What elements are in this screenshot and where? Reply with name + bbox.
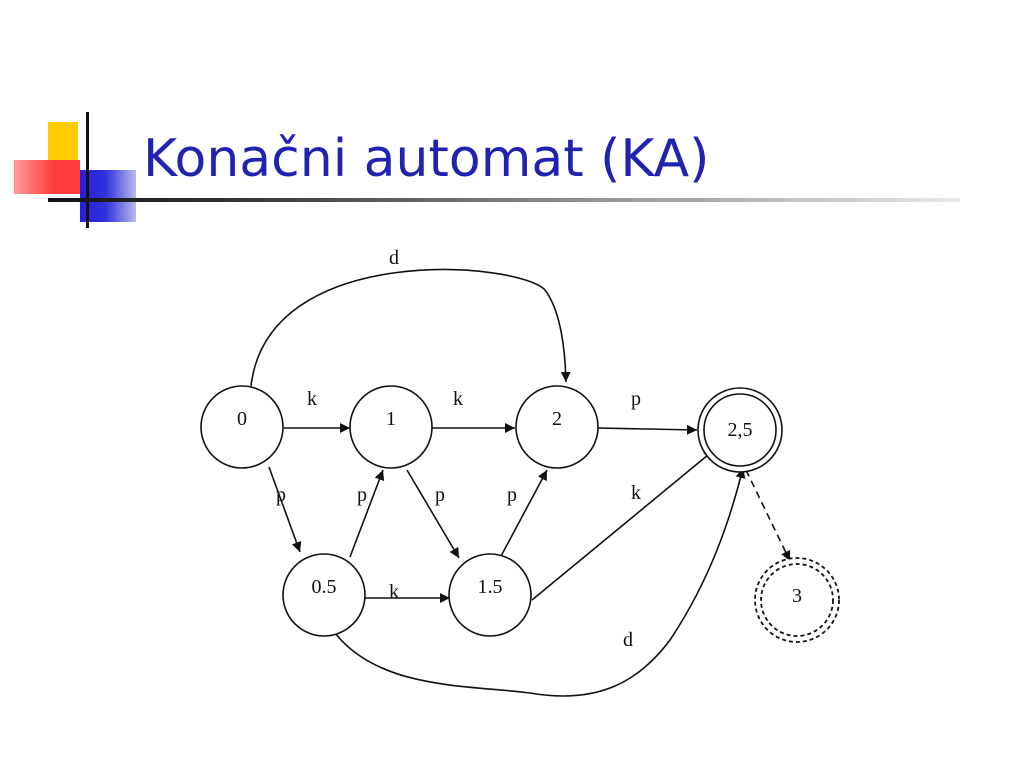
state-1 [349,385,433,469]
edge-d-0-2 [250,268,571,387]
slide-title: Konačni automat (KA) [143,129,710,189]
edge-label-p-2-25: p [631,388,641,410]
state-2-5-label: 2,5 [728,419,753,441]
edge-label-k-05-15: k [389,581,399,603]
edge-p-1-15 [406,469,460,559]
edge-d-05-25 [334,467,746,697]
state-0-label: 0 [237,408,247,430]
state-0 [200,385,284,469]
edge-label-k-1-2: k [453,388,463,410]
decor-red-bar [14,160,80,194]
state-1-5 [448,553,532,637]
edge-p-2-25 [597,424,698,435]
decor-yellow-square [48,122,78,164]
state-0-5-label: 0.5 [312,576,337,598]
edge-label-k-0-1: k [307,388,317,410]
edge-label-p-1-15: p [435,484,445,506]
edge-label-p-05-1: p [357,484,367,506]
title-underline [48,198,960,202]
decor-blue-square [80,170,136,222]
state-3-label: 3 [792,585,802,607]
decor-vertical-line [86,112,89,228]
edge-p-0-05 [268,466,302,553]
edge-label-p-15-2: p [507,484,517,506]
edge-k-15-25 [531,449,715,601]
state-1-label: 1 [386,408,396,430]
edge-label-d-bottom: d [623,629,633,651]
state-2-label: 2 [552,408,562,430]
edge-label-d-top: d [389,247,399,269]
state-0-5 [282,553,366,637]
edge-label-k-15-25: k [631,482,641,504]
edge-p-05-1 [349,469,385,558]
state-3-inner [760,563,834,637]
edge-dashed-25-3 [745,469,791,562]
state-2-5-inner [703,393,777,467]
state-1-5-label: 1.5 [478,576,503,598]
edge-p-15-2 [499,469,548,559]
edge-label-p-0-05: p [276,484,286,506]
state-2 [515,385,599,469]
